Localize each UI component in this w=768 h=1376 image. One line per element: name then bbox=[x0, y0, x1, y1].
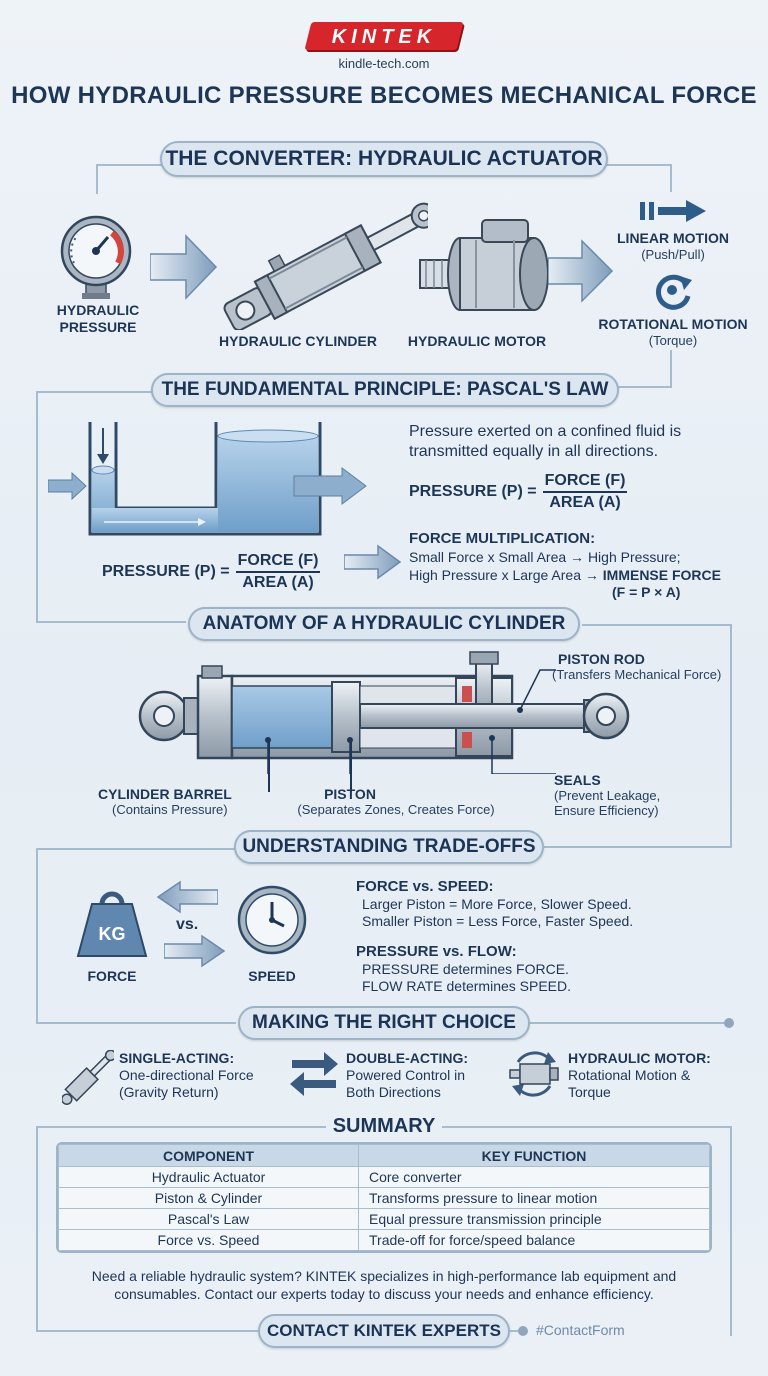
table-row: Pascal's Law Equal pressure transmission… bbox=[58, 1208, 710, 1230]
formula-lhs: PRESSURE (P) = bbox=[102, 563, 230, 580]
brand-name: KINTEK bbox=[331, 26, 437, 48]
hydraulic-motor-choice-title: HYDRAULIC MOTOR: bbox=[568, 1050, 711, 1066]
pascal-formula-right: PRESSURE (P) = FORCE (F) AREA (A) bbox=[409, 472, 628, 512]
cta-text-line2: consumables. Contact our experts today t… bbox=[114, 1286, 654, 1302]
table-cell: Trade-off for force/speed balance bbox=[358, 1229, 710, 1251]
hydraulic-cylinder-label: HYDRAULIC CYLINDER bbox=[219, 333, 377, 349]
weight-label: KG bbox=[98, 924, 126, 944]
arrow-right-icon bbox=[164, 934, 226, 968]
linear-motion-icon bbox=[640, 200, 706, 222]
double-acting-line2: Both Directions bbox=[346, 1084, 441, 1100]
force-speed-title: FORCE vs. SPEED: bbox=[356, 878, 494, 895]
force-multiplication-line2: High Pressure x Large Area → IMMENSE FOR… bbox=[409, 567, 721, 583]
seals-title: SEALS bbox=[554, 772, 601, 788]
arrow-right-icon bbox=[150, 234, 218, 300]
cylinder-barrel-title: CYLINDER BARREL bbox=[98, 786, 232, 802]
double-acting-title: DOUBLE-ACTING: bbox=[346, 1050, 469, 1066]
pascal-vessel-diagram bbox=[48, 422, 367, 536]
pascal-statement: Pressure exerted on a confined fluid is … bbox=[409, 423, 682, 460]
clock-icon bbox=[237, 885, 307, 955]
force-multiplication-line1: Small Force x Small Area → High Pressure… bbox=[409, 549, 681, 565]
column-header-component: COMPONENT bbox=[58, 1144, 359, 1167]
linear-motion-sub: (Push/Pull) bbox=[641, 247, 705, 262]
summary-table: COMPONENT KEY FUNCTION Hydraulic Actuato… bbox=[56, 1142, 712, 1253]
double-arrow-icon bbox=[290, 1052, 338, 1096]
site-url[interactable]: kindle-tech.com bbox=[338, 56, 430, 71]
single-acting-line1: One-directional Force bbox=[119, 1067, 254, 1083]
hydraulic-motor-icon bbox=[419, 219, 549, 311]
arrow-left-icon bbox=[156, 880, 218, 914]
table-cell: Equal pressure transmission principle bbox=[358, 1208, 710, 1230]
cylinder-cross-section-diagram bbox=[138, 651, 630, 774]
section-heading-anatomy: ANATOMY OF A HYDRAULIC CYLINDER bbox=[188, 607, 580, 641]
formula-denominator: AREA (A) bbox=[549, 494, 621, 511]
force-label: FORCE bbox=[87, 968, 137, 984]
hydraulic-cylinder-icon bbox=[223, 202, 428, 330]
contact-form-tag[interactable]: #ContactForm bbox=[536, 1322, 625, 1338]
double-acting-line1: Powered Control in bbox=[346, 1067, 466, 1083]
seals-sub-1: (Prevent Leakage, bbox=[554, 788, 661, 803]
piston-rod-sub: (Transfers Mechanical Force) bbox=[552, 667, 722, 682]
table-cell: Force vs. Speed bbox=[58, 1229, 359, 1251]
force-speed-line1: Larger Piston = More Force, Slower Speed… bbox=[362, 896, 632, 912]
pressure-flow-title: PRESSURE vs. FLOW: bbox=[356, 943, 517, 960]
pressure-flow-line1: PRESSURE determines FORCE. bbox=[362, 961, 569, 977]
piston-sub: (Separates Zones, Creates Force) bbox=[297, 802, 495, 817]
force-multiplication-line2a: High Pressure x Large Area → bbox=[409, 567, 599, 583]
force-speed-line2: Smaller Piston = Less Force, Faster Spee… bbox=[362, 913, 634, 929]
hydraulic-pressure-label: HYDRAULIC PRESSURE bbox=[56, 302, 140, 335]
immense-force-text: IMMENSE FORCE bbox=[602, 567, 721, 583]
single-acting-title: SINGLE-ACTING: bbox=[119, 1050, 235, 1066]
summary-heading: SUMMARY bbox=[332, 1115, 436, 1137]
table-row: Hydraulic Actuator Core converter bbox=[58, 1166, 710, 1188]
section-heading-converter: THE CONVERTER: HYDRAULIC ACTUATOR bbox=[160, 141, 608, 177]
formula-lhs: PRESSURE (P) = bbox=[409, 483, 537, 500]
cta-text-line1: Need a reliable hydraulic system? KINTEK… bbox=[91, 1268, 677, 1284]
rotational-motion-title: ROTATIONAL MOTION bbox=[598, 316, 748, 332]
pressure-flow-line2: FLOW RATE determines SPEED. bbox=[362, 978, 572, 994]
piston-title: PISTON bbox=[324, 786, 376, 802]
linear-motion-title: LINEAR MOTION bbox=[617, 230, 729, 246]
single-acting-cylinder-icon bbox=[62, 1050, 114, 1105]
pascal-formula-left: PRESSURE (P) = FORCE (F) AREA (A) bbox=[102, 552, 321, 592]
hydraulic-motor-small-icon bbox=[509, 1051, 559, 1097]
pressure-gauge-icon bbox=[60, 215, 132, 299]
speed-label: SPEED bbox=[248, 968, 296, 984]
arrow-right-icon bbox=[548, 239, 614, 303]
weight-icon bbox=[76, 891, 148, 957]
table-row: Piston & Cylinder Transforms pressure to… bbox=[58, 1187, 710, 1209]
force-multiplication-formula: (F = P × A) bbox=[612, 584, 681, 600]
page-title: HOW HYDRAULIC PRESSURE BECOMES MECHANICA… bbox=[11, 82, 757, 109]
column-header-key-function: KEY FUNCTION bbox=[358, 1144, 710, 1167]
section-heading-choice: MAKING THE RIGHT CHOICE bbox=[238, 1006, 530, 1040]
formula-numerator: FORCE (F) bbox=[235, 552, 321, 573]
section-heading-pascal: THE FUNDAMENTAL PRINCIPLE: PASCAL'S LAW bbox=[151, 373, 619, 407]
table-cell: Pascal's Law bbox=[58, 1208, 359, 1230]
hydraulic-motor-choice-line1: Rotational Motion & bbox=[568, 1067, 691, 1083]
hydraulic-motor-label: HYDRAULIC MOTOR bbox=[407, 333, 547, 349]
table-cell: Core converter bbox=[358, 1166, 710, 1188]
formula-numerator: FORCE (F) bbox=[542, 472, 628, 493]
hydraulic-motor-choice-line2: Torque bbox=[568, 1084, 611, 1100]
table-cell: Transforms pressure to linear motion bbox=[358, 1187, 710, 1209]
formula-denominator: AREA (A) bbox=[242, 574, 314, 591]
rotational-motion-sub: (Torque) bbox=[648, 333, 698, 348]
contact-experts-button[interactable]: CONTACT KINTEK EXPERTS bbox=[258, 1314, 510, 1348]
piston-rod-title: PISTON ROD bbox=[558, 651, 645, 667]
table-row: Force vs. Speed Trade-off for force/spee… bbox=[58, 1229, 710, 1251]
rotation-icon bbox=[655, 274, 692, 310]
cylinder-barrel-sub: (Contains Pressure) bbox=[112, 802, 228, 817]
seals-sub-2: Ensure Efficiency) bbox=[554, 803, 659, 818]
vs-label: vs. bbox=[176, 916, 199, 933]
table-cell: Piston & Cylinder bbox=[58, 1187, 359, 1209]
section-heading-tradeoffs: UNDERSTANDING TRADE-OFFS bbox=[234, 830, 544, 864]
force-multiplication-title: FORCE MULTIPLICATION: bbox=[409, 530, 596, 547]
arrow-right-icon bbox=[344, 544, 402, 580]
single-acting-line2: (Gravity Return) bbox=[119, 1084, 219, 1100]
table-cell: Hydraulic Actuator bbox=[58, 1166, 359, 1188]
